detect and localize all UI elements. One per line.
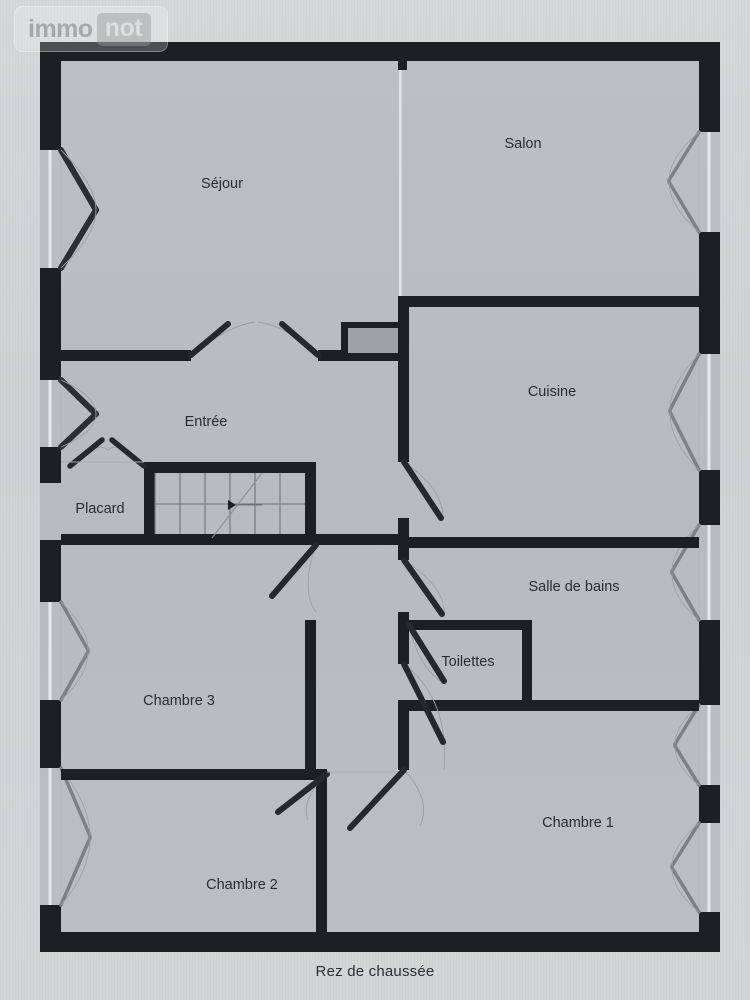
- room-label-chambre-2: Chambre 2: [206, 877, 278, 893]
- plan-caption: Rez de chaussée: [315, 963, 435, 980]
- stair-direction-arrow: [228, 500, 236, 510]
- window-right-4: [673, 703, 711, 787]
- room-label-cuisine: Cuisine: [528, 384, 576, 400]
- door-chambre-1: [347, 767, 425, 831]
- room-label-sejour: Séjour: [201, 176, 243, 192]
- door-chambre-2: [275, 771, 398, 821]
- room-labels: Séjour Salon Cuisine Entrée Placard Sall…: [75, 136, 619, 893]
- door-sejour-entree: [188, 321, 321, 358]
- window-right-5: [670, 821, 711, 914]
- door-entree-sdb: [401, 557, 445, 617]
- room-label-salle-de-bains: Salle de bains: [528, 579, 619, 595]
- window-left-2: [48, 377, 99, 450]
- door-placard: [61, 437, 147, 469]
- room-label-chambre-1: Chambre 1: [542, 815, 614, 831]
- door-toilettes: [406, 622, 447, 685]
- door-hall-upper: [401, 661, 446, 771]
- room-label-entree: Entrée: [185, 414, 228, 430]
- door-chambre-3: [269, 542, 319, 613]
- windows: [48, 130, 711, 914]
- window-right-1: [667, 130, 711, 234]
- floor-area: [40, 42, 720, 952]
- doors: [61, 321, 447, 831]
- window-right-2: [668, 352, 711, 472]
- window-left-3: [48, 600, 90, 702]
- room-label-toilettes: Toilettes: [441, 654, 494, 670]
- room-label-placard: Placard: [75, 501, 124, 517]
- room-label-salon: Salon: [504, 136, 541, 152]
- staircase: [154, 472, 305, 539]
- exterior-walls: [40, 42, 720, 952]
- interior-walls: [61, 42, 699, 952]
- window-left-1: [48, 147, 99, 271]
- room-label-chambre-3: Chambre 3: [143, 693, 215, 709]
- door-entree-cuisine: [401, 459, 444, 522]
